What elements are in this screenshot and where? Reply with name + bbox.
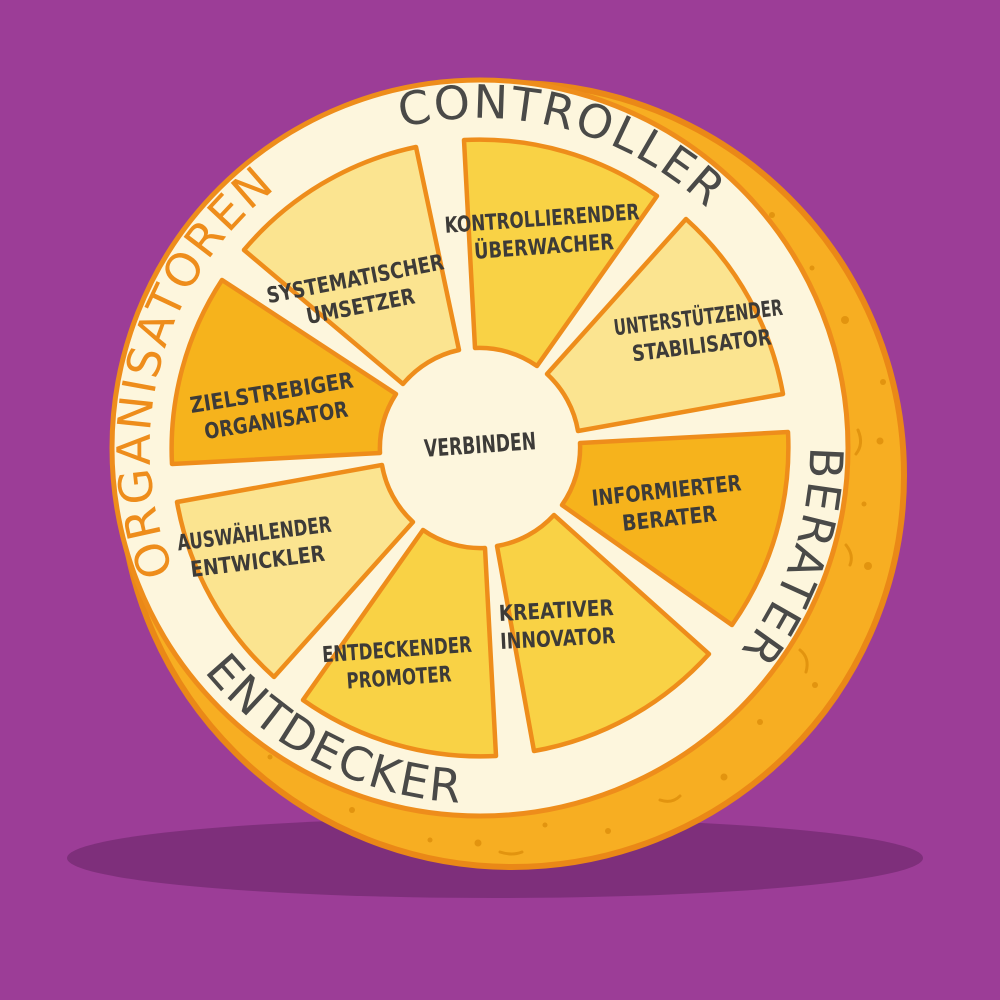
wedge-innovator — [494, 512, 712, 754]
peel-texture — [267, 212, 886, 856]
wedge-stabilisator — [544, 216, 786, 434]
wedge-promoter — [300, 527, 499, 759]
segment-label-line2: INNOVATOR — [500, 624, 616, 655]
wedge-organisator — [169, 277, 399, 467]
segment-label-line1: KREATIVER — [498, 596, 614, 627]
wedge-entwickler — [174, 462, 416, 680]
wedge-umsetzer — [241, 144, 462, 387]
segment-label-innovator: KREATIVER INNOVATOR — [498, 596, 616, 655]
segments — [169, 137, 791, 759]
wedge-ueberwacher — [461, 137, 660, 369]
wedge-berater — [559, 429, 791, 628]
